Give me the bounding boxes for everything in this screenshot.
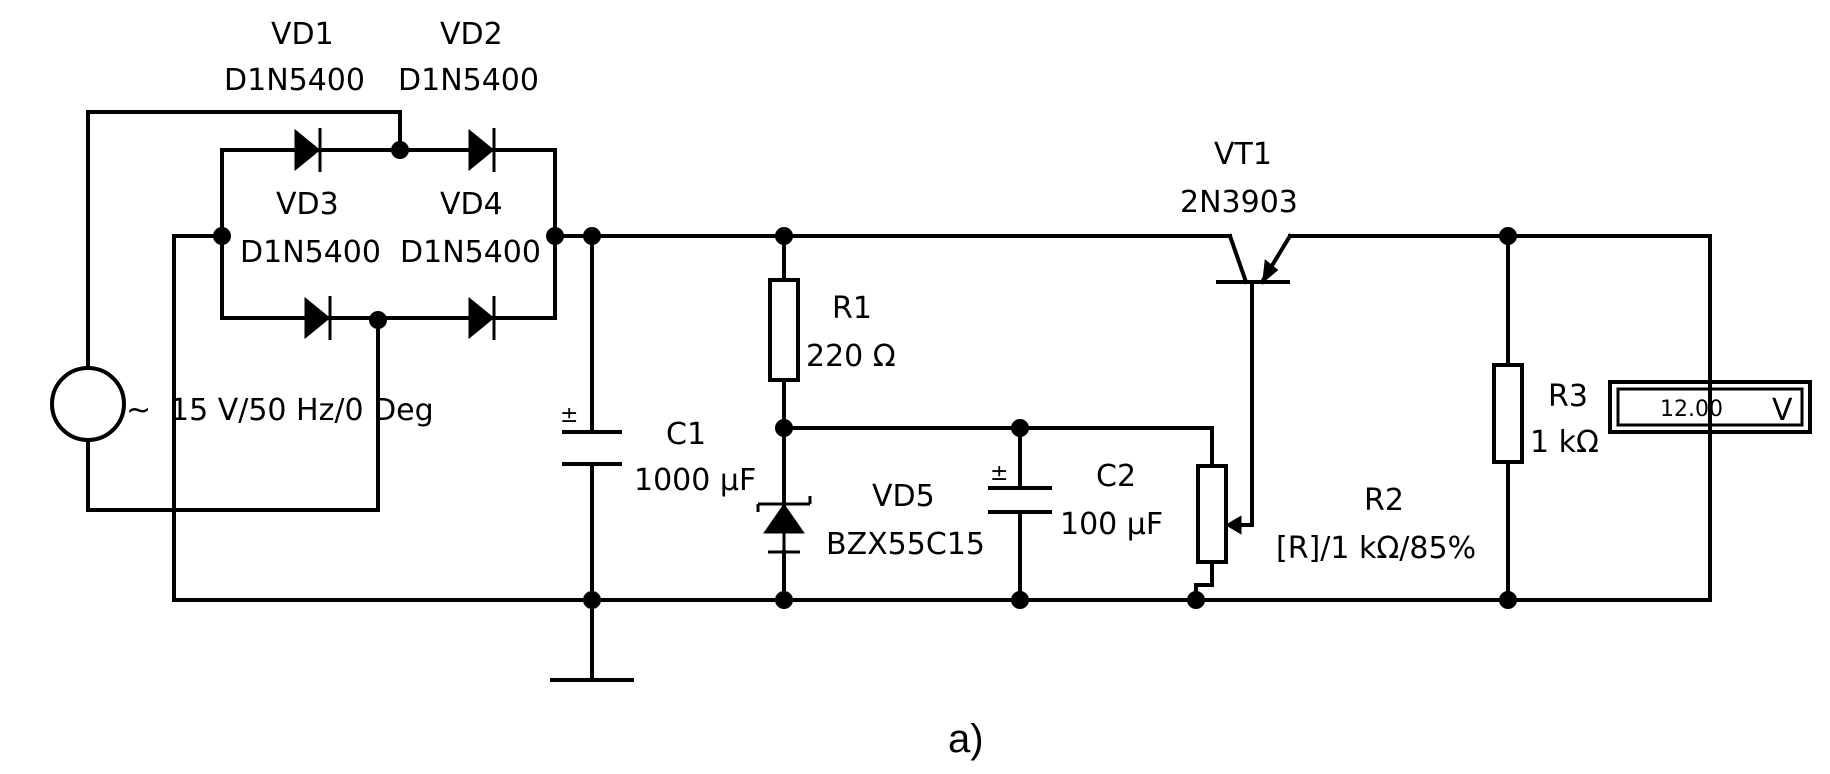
zener-vd5 — [756, 496, 812, 554]
junction-dot — [775, 419, 793, 437]
junction-dot — [546, 227, 564, 245]
junction-dots — [213, 141, 1517, 609]
junction-dot — [369, 311, 387, 329]
junction-dot — [1499, 591, 1517, 609]
vd1-ref-label: VD1 — [271, 17, 334, 52]
ac-source-symbol: ~ — [50, 366, 151, 442]
r1-ref-label: R1 — [832, 291, 872, 326]
capacitor-c1: ± — [560, 403, 622, 466]
c2-value-label: 100 µF — [1060, 507, 1163, 542]
r3-ref-label: R3 — [1548, 379, 1588, 414]
junction-dot — [775, 227, 793, 245]
voltmeter-unit: V — [1772, 393, 1793, 428]
junction-dot — [391, 141, 409, 159]
diode-vd1 — [294, 128, 322, 172]
diode-vd3 — [304, 296, 332, 340]
junction-dot — [1011, 419, 1029, 437]
ac-source-spec-label: 15 V/50 Hz/0 Deg — [170, 393, 434, 428]
vt1-model-label: 2N3903 — [1180, 185, 1298, 220]
c1-polarity-mark: ± — [560, 403, 578, 428]
junction-dot — [775, 591, 793, 609]
figure-caption: a) — [948, 717, 984, 761]
resistor-r1 — [768, 278, 800, 382]
vd2-ref-label: VD2 — [440, 17, 503, 52]
capacitor-c2: ± — [988, 461, 1052, 514]
vd3-ref-label: VD3 — [276, 187, 339, 222]
potentiometer-r2 — [1196, 464, 1242, 564]
c1-value-label: 1000 µF — [634, 463, 756, 498]
vd3-model-label: D1N5400 — [240, 235, 381, 270]
voltmeter: 12.00 V — [1608, 380, 1812, 434]
vd2-model-label: D1N5400 — [398, 63, 539, 98]
vd1-model-label: D1N5400 — [224, 63, 365, 98]
wires — [86, 110, 1712, 682]
junction-dot — [213, 227, 231, 245]
vd4-model-label: D1N5400 — [400, 235, 541, 270]
c2-polarity-mark: ± — [990, 461, 1008, 486]
junction-dot — [583, 591, 601, 609]
diode-vd4 — [468, 296, 496, 340]
junction-dot — [1011, 591, 1029, 609]
junction-dot — [1187, 591, 1205, 609]
r3-value-label: 1 kΩ — [1530, 425, 1599, 460]
diode-vd2 — [468, 128, 496, 172]
vd5-model-label: BZX55C15 — [826, 527, 985, 562]
r2-value-label: [R]/1 kΩ/85% — [1276, 531, 1476, 566]
ac-tilde-glyph: ~ — [126, 393, 151, 428]
vd5-ref-label: VD5 — [872, 479, 935, 514]
c2-ref-label: C2 — [1096, 459, 1136, 494]
r1-value-label: 220 Ω — [806, 339, 896, 374]
r2-ref-label: R2 — [1364, 483, 1404, 518]
resistor-r3 — [1492, 363, 1524, 464]
junction-dot — [583, 227, 601, 245]
voltmeter-reading: 12.00 — [1660, 397, 1723, 422]
junction-dot — [1499, 227, 1517, 245]
vd4-ref-label: VD4 — [440, 187, 503, 222]
vt1-ref-label: VT1 — [1214, 137, 1272, 172]
transistor-vt1 — [1216, 233, 1293, 285]
c1-ref-label: C1 — [666, 417, 706, 452]
